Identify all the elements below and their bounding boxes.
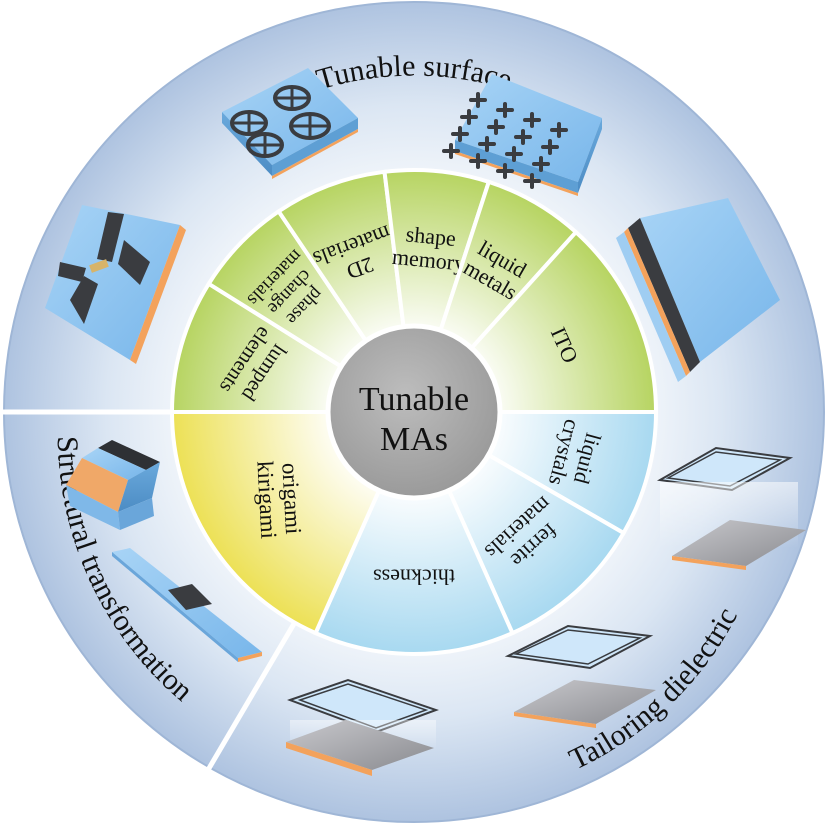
dielectric-stack-illustration-middle [504,624,656,728]
kirigami-sheet-illustration [112,548,262,662]
ring-cross-metasurface-illustration [222,68,358,179]
layered-slab-illustration [616,198,780,382]
cross-array-metasurface-illustration [442,74,602,196]
dielectric-stack-illustration-left [286,678,439,776]
dielectric-stack-illustration-right [656,446,806,570]
sector-label-origami: origamikirigami [252,459,306,539]
sector-label-line: shape [405,221,457,251]
origami-cube-illustration [66,440,160,530]
sector-label-thickness: thickness [373,564,455,589]
sector-label-line: kirigami [252,460,281,539]
sector-label-line: thickness [373,564,455,589]
center-disc [325,323,503,501]
lumped-element-switch-illustration [45,205,186,364]
center-title-line2: MAs [380,421,448,458]
sector-label-line: origami [277,462,306,535]
outer-divider-bottom [205,620,298,772]
center-title-line1: Tunable [359,381,469,418]
